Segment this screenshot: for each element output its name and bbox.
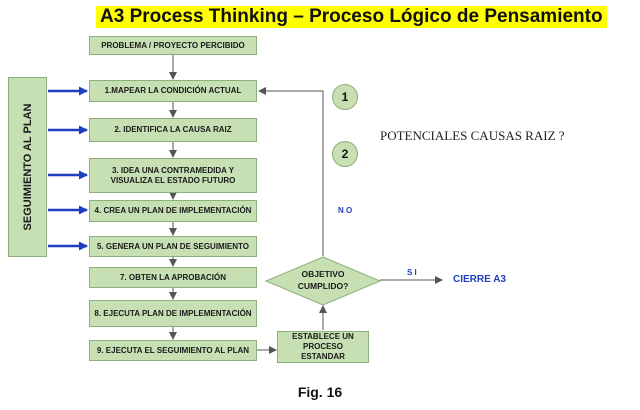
circle-2: 2 [332,141,358,167]
box-step-9: 9. EJECUTA EL SEGUIMIENTO AL PLAN [89,340,257,361]
seguimiento-panel: SEGUIMIENTO AL PLAN [8,77,47,257]
seguimiento-label: SEGUIMIENTO AL PLAN [21,103,34,231]
box-step-8: 8. EJECUTA PLAN DE IMPLEMENTACIÓN [89,300,257,327]
box-step-4: 4. CREA UN PLAN DE IMPLEMENTACIÓN [89,200,257,222]
step-3-line-1: 3. IDEA UNA CONTRAMEDIDA Y [111,165,235,175]
si-label: S I [407,268,417,277]
box-step-1: 1.MAPEAR LA CONDICIÓN ACTUAL [89,80,257,102]
box-problema: PROBLEMA / PROYECTO PERCIBIDO [89,36,257,55]
estandar-line-2: PROCESO ESTANDAR [301,342,345,361]
decision-diamond [264,256,382,306]
decision-line-1: OBJETIVO [301,269,345,279]
cierre-label: CIERRE A3 [453,274,506,285]
circle-1: 1 [332,84,358,110]
estandar-line-1: ESTABLECE UN [292,332,354,341]
box-step-5: 5. GENERA UN PLAN DE SEGUIMIENTO [89,236,257,257]
potenciales-causas-label: POTENCIALES CAUSAS RAIZ ? [380,128,565,143]
decision-label: OBJETIVO CUMPLIDO? [283,268,363,292]
decision-line-2: CUMPLIDO? [297,281,349,291]
no-label: N O [338,206,353,215]
box-step-2: 2. IDENTIFICA LA CAUSA RAIZ [89,118,257,142]
step-3-line-2: VISUALIZA EL ESTADO FUTURO [110,175,236,185]
arrow-no-loop [258,87,324,256]
box-estandar: ESTABLECE UN PROCESO ESTANDAR [277,331,369,363]
page-title: A3 Process Thinking – Proceso Lógico de … [96,6,607,28]
seguimiento-arrows [48,86,88,251]
box-step-7: 7. OBTEN LA APROBACIÓN [89,267,257,288]
figure-caption: Fig. 16 [297,384,343,400]
box-step-3: 3. IDEA UNA CONTRAMEDIDA Y VISUALIZA EL … [89,158,257,193]
